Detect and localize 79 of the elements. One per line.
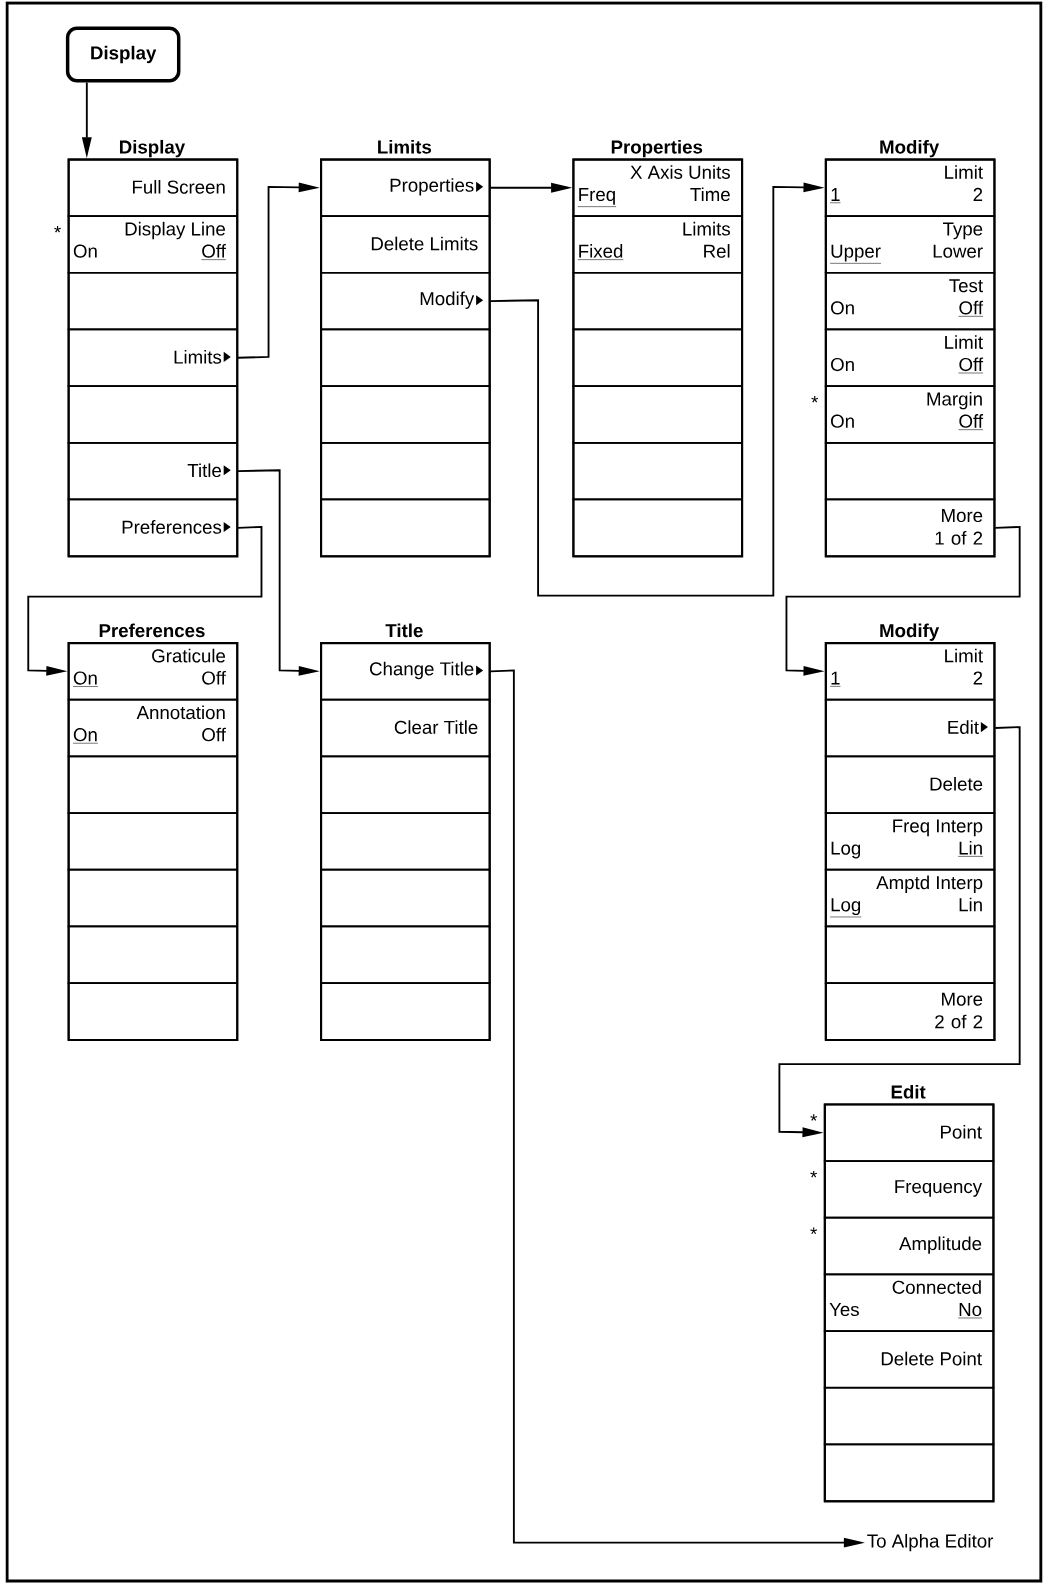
softkey — [67, 925, 239, 984]
menu-heading: Display — [120, 139, 186, 158]
softkey: Amplitude — [823, 1216, 995, 1276]
softkey: Limit 1 2 — [824, 158, 996, 217]
softkey — [320, 868, 491, 928]
softkey — [824, 441, 996, 501]
softkey: Title — [67, 441, 239, 501]
asterisk: * — [810, 1170, 818, 1178]
softkey — [320, 498, 491, 558]
softkey — [572, 441, 743, 501]
menu-heading: Title — [385, 623, 423, 638]
asterisk: * — [810, 1227, 818, 1235]
softkey — [67, 271, 239, 331]
softkey: Freq Interp Log Lin — [824, 812, 996, 871]
softkey — [320, 755, 491, 814]
menu-heading: Preferences — [99, 623, 205, 638]
softkey — [320, 982, 491, 1041]
node-label: On — [831, 414, 854, 428]
softkey — [823, 1386, 995, 1446]
softkey — [572, 328, 743, 387]
softkey: More 2 of 2 — [824, 982, 996, 1041]
node-label: Off — [959, 414, 984, 428]
softkey: Graticule On Off — [67, 642, 239, 701]
menu-heading: Limits — [378, 139, 432, 154]
softkey: Clear Title — [320, 698, 491, 758]
softkey: Connected Yes No — [823, 1273, 995, 1332]
softkey: Limit On Off — [824, 328, 996, 387]
softkey: Properties — [320, 158, 491, 217]
softkey: Test On Off — [824, 271, 996, 331]
softkey — [320, 812, 491, 871]
softkey — [824, 925, 996, 984]
asterisk: * — [811, 395, 819, 403]
softkey: Preferences — [67, 498, 239, 558]
softkey: Limits — [67, 328, 239, 387]
softkey: Frequency — [823, 1160, 995, 1219]
menu-heading: Modify — [880, 623, 940, 641]
softkey — [320, 441, 491, 501]
softkey: Display Line On Off — [67, 215, 239, 274]
softkey: X Axis Units Freq Time — [572, 158, 743, 217]
softkey — [823, 1443, 995, 1502]
asterisk: * — [810, 1114, 818, 1121]
node-label: On — [73, 244, 97, 258]
softkey: Edit — [824, 698, 996, 758]
softkey: Point — [823, 1103, 995, 1162]
softkey: Change Title — [320, 642, 491, 701]
softkey — [67, 982, 239, 1041]
softkey: Delete Limits — [320, 215, 491, 274]
node-label: Off — [202, 244, 226, 258]
softkey — [320, 328, 491, 387]
softkey: Margin On Off — [824, 385, 996, 444]
softkey — [320, 925, 491, 984]
node-label: Display Line — [125, 221, 226, 240]
softkey — [67, 868, 239, 928]
arrow — [785, 525, 1021, 676]
softkey: Limits Fixed Rel — [572, 215, 743, 274]
menu-heading: Edit — [891, 1084, 926, 1099]
softkey: More 1 of 2 — [824, 498, 996, 558]
destination-label: To Alpha Editor — [867, 1533, 994, 1552]
softkey: Full Screen — [67, 158, 239, 217]
arrow — [27, 525, 263, 676]
softkey — [67, 812, 239, 871]
softkey: Amptd Interp Log Lin — [824, 868, 996, 928]
menu-heading: Modify — [880, 139, 940, 158]
asterisk: * — [54, 225, 61, 233]
softkey — [67, 755, 239, 814]
softkey — [572, 385, 743, 444]
softkey: Annotation On Off — [67, 698, 239, 758]
softkey: Delete — [824, 755, 996, 814]
softkey: Modify — [320, 271, 491, 331]
node-label: Margin — [927, 391, 982, 410]
hardkey-button: Display — [65, 26, 181, 83]
softkey — [572, 271, 743, 331]
softkey: Type Upper Lower — [824, 215, 996, 274]
softkey: Limit 1 2 — [824, 642, 996, 701]
menu-heading: Properties — [611, 139, 703, 158]
softkey: Delete Point — [823, 1330, 995, 1389]
softkey — [320, 385, 491, 444]
softkey — [572, 498, 743, 558]
softkey — [67, 385, 239, 444]
